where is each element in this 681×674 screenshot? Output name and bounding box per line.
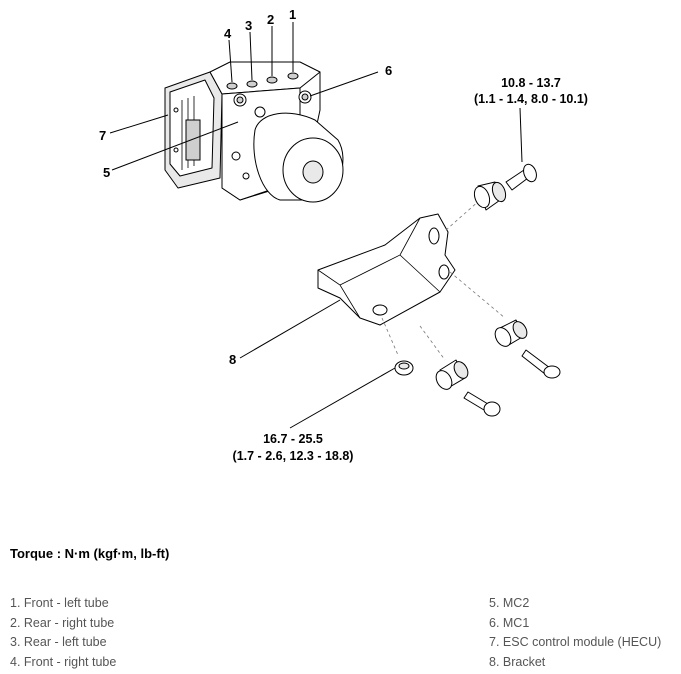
legend-item: 1. Front - left tube (10, 596, 109, 610)
torque-lower-alt: (1.7 - 2.6, 12.3 - 18.8) (233, 449, 354, 463)
callout-6: 6 (385, 63, 392, 78)
torque-upper-value: 10.8 - 13.7 (501, 76, 561, 90)
assembly-axes (381, 199, 506, 361)
bolt-right (521, 349, 561, 379)
torque-heading: Torque : N·m (kgf·m, lb-ft) (10, 546, 170, 561)
bushing-small (394, 360, 414, 376)
legend-item: 7. ESC control module (HECU) (489, 635, 662, 649)
legend-item: 2. Rear - right tube (10, 615, 115, 630)
callout-5: 5 (103, 165, 110, 180)
legend-item: 4. Front - right tube (10, 654, 117, 669)
bolt-upper (505, 163, 537, 191)
callout-2: 2 (267, 12, 274, 27)
bracket (317, 213, 456, 326)
bushing-lower (435, 359, 469, 390)
callout-4: 4 (224, 26, 232, 41)
torque-lower-value: 16.7 - 25.5 (263, 432, 323, 446)
legend-left: 1. Front - left tube 2. Rear - right tub… (10, 594, 116, 672)
leader-lines (109, 22, 523, 429)
torque-spec-upper: 10.8 - 13.7 (1.1 - 1.4, 8.0 - 10.1) (474, 76, 588, 106)
callout-8: 8 (229, 352, 236, 367)
callout-1: 1 (289, 7, 296, 22)
torque-spec-lower: 16.7 - 25.5 (1.7 - 2.6, 12.3 - 18.8) (233, 432, 354, 463)
hecu-unit (164, 61, 344, 203)
legend-item: 8. Bracket (489, 654, 546, 669)
legend-item: 6. MC1 (489, 615, 530, 630)
torque-upper-alt: (1.1 - 1.4, 8.0 - 10.1) (474, 92, 588, 106)
legend-right: 5. MC2 6. MC1 7. ESC control module (HEC… (489, 594, 661, 672)
legend-item: 3. Rear - left tube (10, 635, 107, 649)
bushing-upper (473, 181, 507, 211)
callout-7: 7 (99, 128, 106, 143)
legend-item: 5. MC2 (489, 596, 530, 610)
callout-labels: 1 2 3 4 5 6 7 8 (99, 7, 392, 367)
callout-3: 3 (245, 18, 252, 33)
exploded-diagram: 1 2 3 4 5 6 7 8 10.8 - 13.7 (1.1 - 1.4, … (99, 7, 588, 463)
bushing-right (494, 319, 528, 347)
bolt-lower (463, 391, 501, 417)
